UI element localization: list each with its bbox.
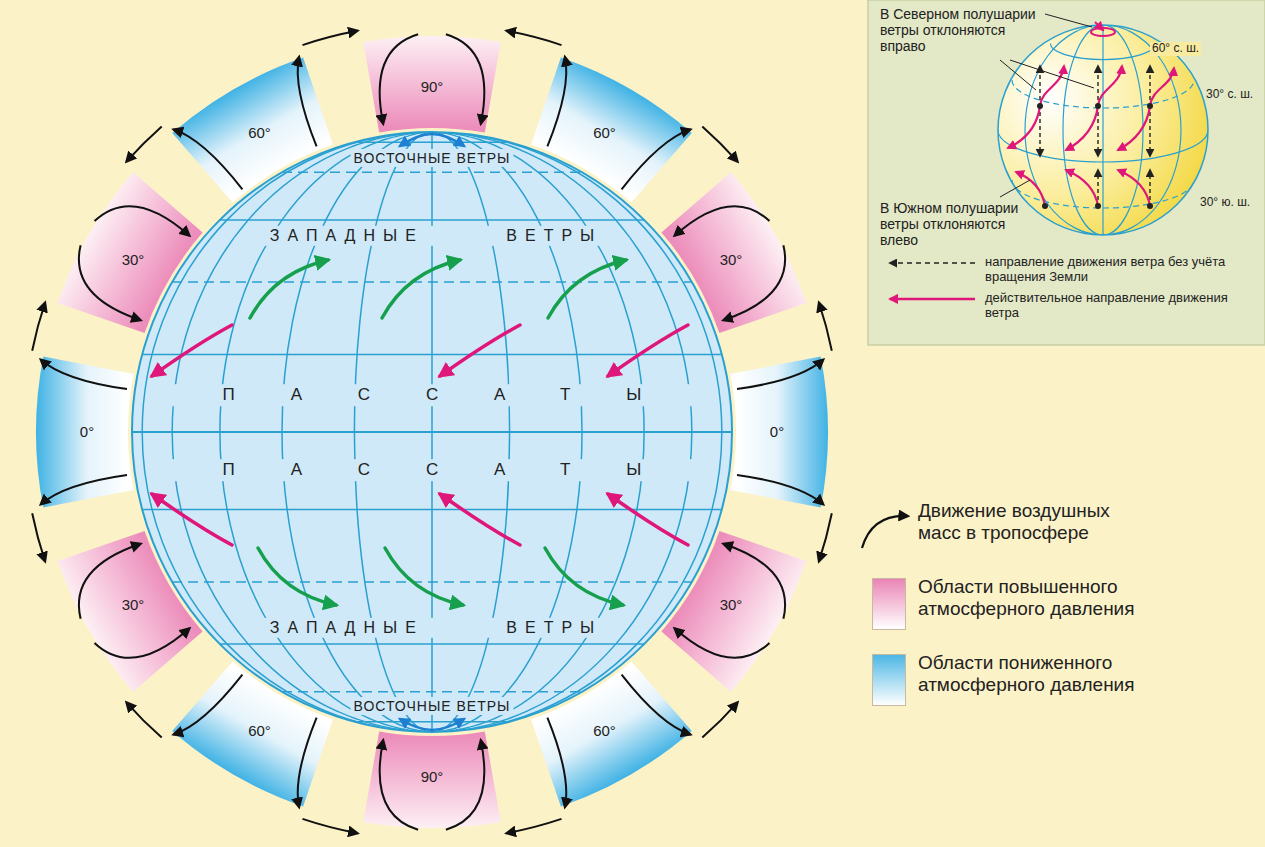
circulation-arc	[702, 702, 737, 737]
inset-panel	[868, 0, 1265, 345]
air-flow-arrow	[675, 206, 770, 236]
latitude-label: 60° с. ш.	[1150, 42, 1201, 56]
legend-arrow-sample	[862, 516, 908, 548]
circulation-arc	[32, 303, 45, 351]
latitude-label: 30° ю. ш.	[1200, 196, 1250, 210]
legend-text: Области повышенного атмосферного давлени…	[918, 576, 1163, 620]
air-flow-arrow	[41, 475, 127, 505]
legend-text: Движение воздушных масс в тропосфере	[918, 500, 1133, 544]
air-flow-arrow	[174, 129, 243, 189]
air-flow-arrow	[298, 57, 317, 147]
air-flow-arrow	[446, 34, 484, 124]
pressure-band	[730, 356, 828, 507]
air-flow-arrow	[737, 360, 823, 390]
latitude-label: 90°	[421, 768, 444, 785]
wind-belt-name: ВОСТОЧНЫЕ ВЕТРЫ	[351, 697, 514, 715]
circulation-arc	[506, 819, 561, 833]
air-flow-arrow	[737, 475, 823, 505]
legend-dashed-sample	[890, 262, 975, 264]
circulation-arc	[32, 513, 45, 561]
latitude-label: 60°	[593, 124, 616, 141]
air-flow-arrow	[547, 718, 566, 808]
wind-belt-name: ЗАПАДНЫЕ ВЕТРЫ	[259, 226, 605, 246]
wind-belt-name: ПАССАТЫ	[164, 459, 701, 481]
pressure-band	[661, 531, 806, 692]
circulation-arc	[126, 126, 161, 161]
latitude-label: 60°	[248, 124, 271, 141]
latitude-label: 0°	[770, 423, 784, 440]
pressure-band	[36, 356, 134, 507]
inset-grid	[998, 25, 1208, 235]
air-flow-arrow	[41, 360, 127, 390]
wind-belt-name: ВОСТОЧНЫЕ ВЕТРЫ	[351, 149, 514, 167]
latitude-label: 30°	[720, 596, 743, 613]
air-flow-arrow	[298, 718, 317, 808]
legend-text: направление движения ветра без учёта вра…	[985, 255, 1255, 285]
pressure-band	[531, 661, 692, 806]
air-flow-arrow	[380, 34, 418, 124]
inset-globe	[998, 25, 1208, 235]
latitude-label: 60°	[593, 722, 616, 739]
pressure-belts	[32, 31, 832, 833]
air-flow-arrow	[95, 206, 190, 236]
legend-text: Области пониженного атмосферного давлени…	[918, 652, 1163, 696]
circulation-arc	[303, 819, 358, 833]
air-flow-arrow	[622, 129, 691, 189]
pressure-band	[172, 58, 333, 203]
latitude-label: 30°	[122, 596, 145, 613]
globe-grid	[132, 132, 732, 732]
globe-disc	[132, 132, 732, 732]
inset-note: В Южном полушарии ветры отклоняются влев…	[880, 200, 1040, 248]
inset-note: В Северном полушарии ветры отклоняются в…	[880, 6, 1040, 54]
pressure-band	[531, 58, 692, 203]
legend-arrow-sample	[890, 298, 975, 301]
wind-belt-name: ЗАПАДНЫЕ ВЕТРЫ	[259, 618, 605, 638]
leader-lines	[1000, 14, 1094, 197]
air-flow-arrow	[622, 675, 691, 735]
latitude-label: 30°	[720, 251, 743, 268]
air-flow-arrow	[174, 675, 243, 735]
circulation-arc	[506, 31, 561, 45]
pressure-band	[58, 172, 203, 333]
legend-swatch	[872, 578, 906, 630]
inset-ground	[868, 0, 1265, 345]
air-flow-arrow	[380, 740, 418, 830]
latitude-label: 60°	[248, 722, 271, 739]
inset-arrows	[1000, 14, 1174, 209]
air-flow-arrow	[95, 628, 190, 658]
pressure-band	[363, 731, 501, 828]
legend-text: действительное направление движения ветр…	[985, 291, 1255, 321]
circulation-arc	[702, 126, 737, 161]
circulation-arc	[126, 702, 161, 737]
air-flow-arrow	[547, 57, 566, 147]
circulation-arc	[303, 31, 358, 45]
air-flow-arrow	[446, 740, 484, 830]
latitude-label: 90°	[421, 78, 444, 95]
globe	[132, 132, 732, 732]
latitude-label: 0°	[80, 423, 94, 440]
legend-samples	[890, 263, 975, 299]
latitude-label: 30° с. ш.	[1206, 88, 1253, 102]
pressure-band	[363, 36, 501, 133]
circulation-arc	[819, 513, 832, 561]
legend-swatch	[872, 654, 906, 706]
air-flow-arrow	[675, 628, 770, 658]
latitude-label: 30°	[122, 251, 145, 268]
pressure-band	[58, 531, 203, 692]
circulation-arc	[819, 303, 832, 351]
wind-belt-name: ПАССАТЫ	[164, 384, 701, 406]
wind-arrows	[152, 134, 688, 730]
pressure-band	[661, 172, 806, 333]
pressure-band	[172, 661, 333, 806]
